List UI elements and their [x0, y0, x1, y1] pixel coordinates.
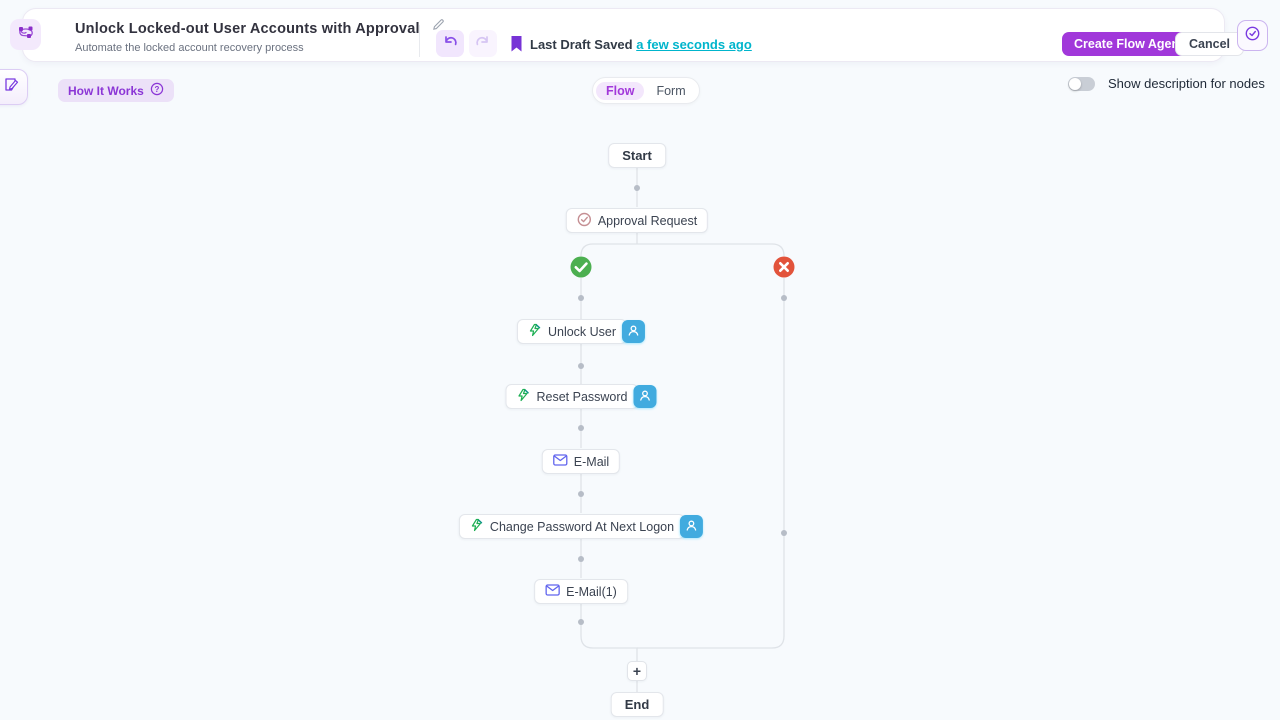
- change-password-label: Change Password At Next Logon: [489, 519, 675, 534]
- last-saved-status: Last Draft Saved a few seconds ago: [530, 37, 752, 52]
- email-1-label: E-Mail(1): [566, 584, 617, 599]
- user-person-icon: [639, 389, 652, 405]
- history-button[interactable]: [1237, 20, 1268, 51]
- node-start[interactable]: Start: [608, 143, 666, 168]
- edit-title-icon[interactable]: [432, 18, 445, 36]
- user-assignment-badge[interactable]: [680, 515, 704, 538]
- zap-pen-icon: [528, 323, 542, 340]
- email-label: E-Mail: [573, 454, 610, 469]
- header-card: Unlock Locked-out User Accounts with App…: [22, 8, 1244, 62]
- bookmark-icon: [510, 35, 523, 58]
- zap-pen-icon: [516, 388, 530, 405]
- node-end[interactable]: End: [610, 692, 664, 717]
- user-assignment-badge[interactable]: [633, 385, 657, 408]
- toggle-knob: [1069, 77, 1081, 90]
- notepad-icon: [3, 76, 20, 98]
- approval-check-icon: [577, 212, 592, 230]
- notes-panel-toggle[interactable]: [0, 69, 28, 105]
- unlock-user-label: Unlock User: [547, 324, 617, 339]
- undo-icon: [442, 33, 458, 54]
- add-node-button[interactable]: +: [627, 661, 647, 681]
- user-person-icon: [685, 519, 698, 535]
- flow-agent-logo-button[interactable]: [10, 19, 41, 50]
- saved-time-link[interactable]: a few seconds ago: [636, 37, 752, 52]
- user-person-icon: [627, 324, 640, 340]
- zap-pen-icon: [470, 518, 484, 535]
- tab-flow[interactable]: Flow: [596, 81, 645, 100]
- node-unlock-user[interactable]: Unlock User: [516, 319, 646, 344]
- flow-agent-icon: [16, 22, 36, 47]
- header-divider: [419, 25, 420, 57]
- saved-label: Last Draft Saved: [530, 37, 633, 52]
- cancel-button[interactable]: Cancel: [1175, 32, 1244, 56]
- page-subtitle: Automate the locked account recovery pro…: [75, 42, 304, 54]
- node-approval-request[interactable]: Approval Request: [565, 208, 709, 233]
- start-label: Start: [622, 148, 652, 163]
- reject-branch-icon[interactable]: [773, 256, 795, 278]
- create-flow-agent-button[interactable]: Create Flow Agent: [1062, 32, 1196, 56]
- node-email[interactable]: E-Mail: [541, 449, 621, 474]
- mail-envelope-icon: [553, 454, 568, 469]
- undo-button[interactable]: [436, 30, 464, 57]
- node-change-password[interactable]: Change Password At Next Logon: [458, 514, 704, 539]
- title-wrap: Unlock Locked-out User Accounts with App…: [75, 18, 445, 54]
- view-mode-switcher: Flow Form: [592, 77, 700, 104]
- how-it-works-label: How It Works: [68, 83, 144, 98]
- question-circle-icon: ?: [150, 82, 164, 99]
- approval-label: Approval Request: [597, 213, 698, 228]
- show-description-control: Show description for nodes: [1068, 76, 1265, 91]
- how-it-works-badge[interactable]: How It Works ?: [58, 79, 174, 102]
- user-assignment-badge[interactable]: [622, 320, 646, 343]
- history-check-icon: [1244, 25, 1261, 47]
- page-title: Unlock Locked-out User Accounts with App…: [75, 21, 420, 37]
- node-reset-password[interactable]: Reset Password: [505, 384, 657, 409]
- node-email-1[interactable]: E-Mail(1): [534, 579, 628, 604]
- end-label: End: [624, 697, 650, 712]
- show-description-label: Show description for nodes: [1108, 76, 1265, 91]
- reset-password-label: Reset Password: [536, 389, 628, 404]
- svg-text:?: ?: [154, 85, 159, 94]
- redo-icon: [475, 33, 491, 54]
- redo-button[interactable]: [469, 30, 497, 57]
- show-description-toggle[interactable]: [1068, 76, 1095, 91]
- approve-branch-icon[interactable]: [570, 256, 592, 278]
- mail-envelope-icon: [545, 584, 560, 599]
- tab-form[interactable]: Form: [656, 83, 686, 98]
